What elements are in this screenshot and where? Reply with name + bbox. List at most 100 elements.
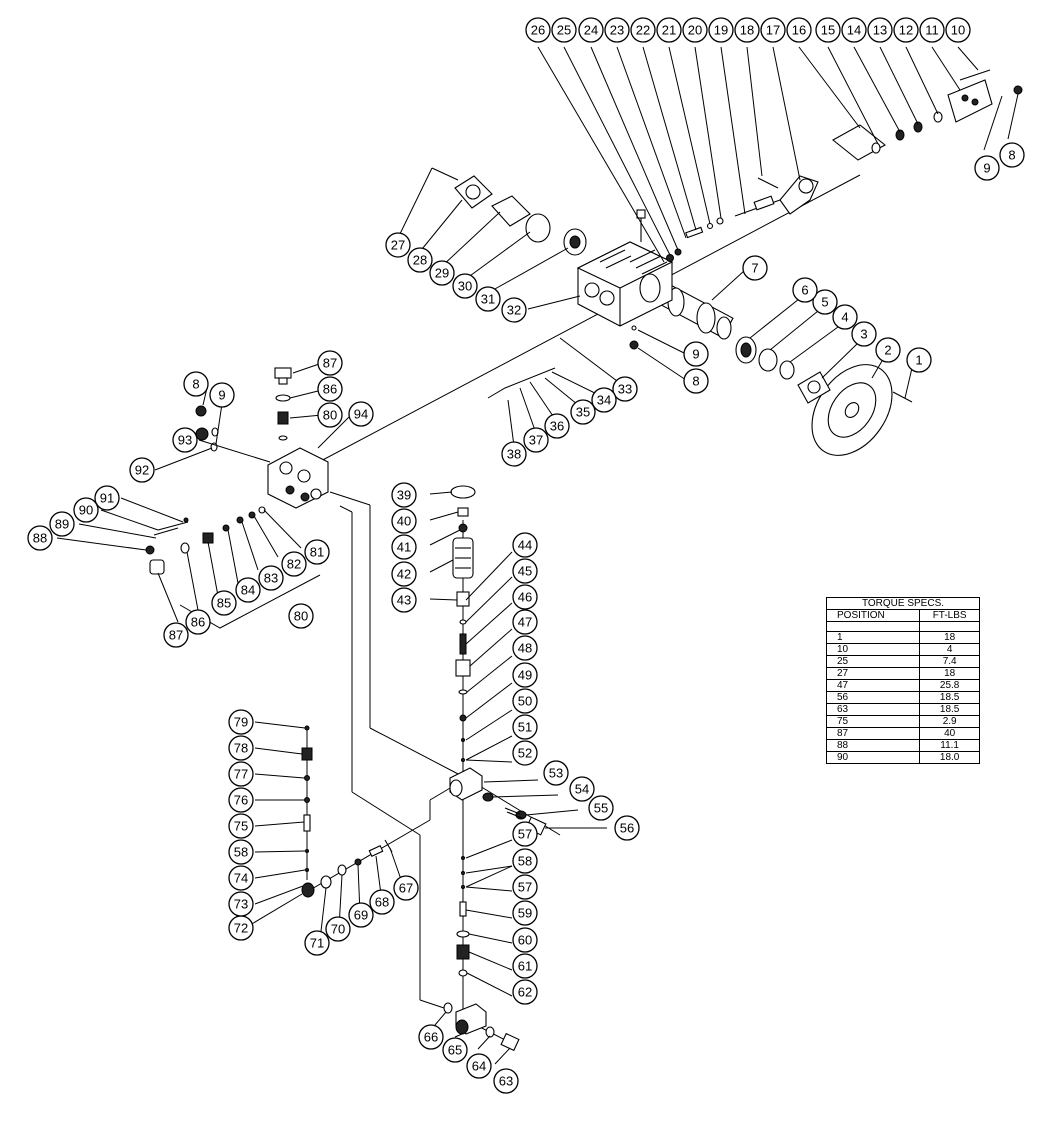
callout-circle (630, 17, 656, 43)
callout-circle (512, 609, 538, 635)
callout-circle (418, 1024, 444, 1050)
callout-number: 80 (294, 609, 308, 624)
torque-col-value: FT-LBS (919, 609, 980, 622)
callout-balloon-33: 33 (612, 376, 638, 402)
callout-number: 49 (518, 668, 532, 683)
callout-number: 35 (576, 405, 590, 420)
callout-circle (501, 297, 527, 323)
callout-balloon-59: 59 (512, 900, 538, 926)
callout-circle (475, 286, 501, 312)
callout-circle (792, 277, 818, 303)
callout-circle (512, 979, 538, 1005)
callout-number: 62 (518, 985, 532, 1000)
callout-balloon-7: 7 (742, 255, 768, 281)
callout-number: 18 (740, 23, 754, 38)
callout-number: 82 (287, 557, 301, 572)
callout-number: 57 (518, 880, 532, 895)
callout-circle (525, 17, 551, 43)
callout-balloon-18: 18 (734, 17, 760, 43)
callout-circle (228, 839, 254, 865)
callout-number: 64 (472, 1059, 486, 1074)
callout-balloon-61: 61 (512, 953, 538, 979)
callout-circle (429, 260, 455, 286)
torque-spacer-row (825, 621, 980, 632)
callout-balloon-58: 58 (512, 848, 538, 874)
callout-circle (815, 17, 841, 43)
callout-number: 7 (751, 261, 758, 276)
callout-number: 16 (792, 23, 806, 38)
callout-balloon-8: 8 (683, 368, 709, 394)
callout-balloon-62: 62 (512, 979, 538, 1005)
callout-circle (682, 17, 708, 43)
callout-balloon-72: 72 (228, 915, 254, 941)
callout-circle (391, 587, 417, 613)
callout-number: 51 (518, 720, 532, 735)
callout-balloon-39: 39 (391, 482, 417, 508)
callout-balloon-14: 14 (841, 17, 867, 43)
callout-balloon-87: 87 (317, 350, 343, 376)
callout-balloon-57: 57 (512, 874, 538, 900)
callout-balloon-24: 24 (578, 17, 604, 43)
callout-circle (760, 17, 786, 43)
callout-balloon-9: 9 (974, 155, 1000, 181)
callout-circle (185, 609, 211, 635)
callout-number: 60 (518, 933, 532, 948)
callout-balloon-67: 67 (393, 875, 419, 901)
callout-number: 80 (323, 408, 337, 423)
callout-balloon-77: 77 (228, 761, 254, 787)
manifold-plate-part (947, 79, 993, 123)
callout-number: 68 (375, 895, 389, 910)
callout-circle (588, 795, 614, 821)
callout-balloon-23: 23 (604, 17, 630, 43)
callout-balloon-41: 41 (391, 534, 417, 560)
callout-number: 25 (557, 23, 571, 38)
callout-number: 14 (847, 23, 861, 38)
torque-col-position: POSITION (825, 609, 921, 622)
callout-number: 8 (1008, 148, 1015, 163)
callout-circle (742, 255, 768, 281)
callout-number: 65 (448, 1043, 462, 1058)
callout-circle (317, 350, 343, 376)
callout-number: 77 (234, 767, 248, 782)
callout-balloon-58: 58 (228, 839, 254, 865)
callout-balloon-89: 89 (49, 511, 75, 537)
callout-number: 9 (983, 161, 990, 176)
callout-balloon-37: 37 (523, 427, 549, 453)
callout-number: 40 (397, 514, 411, 529)
callout-balloon-76: 76 (228, 787, 254, 813)
callout-number: 71 (310, 936, 324, 951)
callout-number: 58 (234, 845, 248, 860)
callout-number: 79 (234, 715, 248, 730)
callout-number: 43 (397, 593, 411, 608)
callout-balloon-52: 52 (512, 740, 538, 766)
callout-circle (288, 603, 314, 629)
callout-number: 37 (529, 433, 543, 448)
callout-number: 89 (55, 517, 69, 532)
callout-circle (391, 482, 417, 508)
callout-circle (391, 561, 417, 587)
callout-balloon-60: 60 (512, 927, 538, 953)
callout-balloon-85: 85 (211, 590, 237, 616)
callout-balloon-8: 8 (999, 142, 1025, 168)
callout-number: 26 (531, 23, 545, 38)
callout-number: 61 (518, 959, 532, 974)
callout-balloon-15: 15 (815, 17, 841, 43)
callout-circle (49, 511, 75, 537)
callout-balloon-3: 3 (851, 321, 877, 347)
callout-circle (614, 815, 640, 841)
callout-number: 74 (234, 871, 248, 886)
callout-circle (512, 532, 538, 558)
callout-number: 9 (692, 347, 699, 362)
callout-balloon-29: 29 (429, 260, 455, 286)
callout-circle (945, 17, 971, 43)
callout-balloon-81: 81 (304, 539, 330, 565)
callout-balloon-43: 43 (391, 587, 417, 613)
callout-balloon-4: 4 (832, 304, 858, 330)
callout-number: 24 (584, 23, 598, 38)
